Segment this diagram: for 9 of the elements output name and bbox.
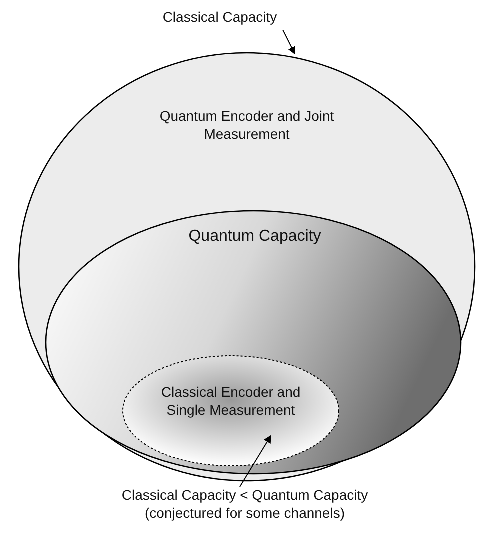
leader-arrow <box>282 30 296 55</box>
region-label: Classical Encoder and Single Measurement <box>160 383 302 419</box>
region-label: Quantum Capacity <box>188 228 322 246</box>
ellipse-region <box>45 210 462 475</box>
caption-text: Classical Capacity < Quantum Capacity (conjectured for some channels) <box>120 486 370 522</box>
region-label: Quantum Encoder and Joint Measurement <box>158 107 336 143</box>
caption-text: Classical Capacity <box>162 8 278 26</box>
ellipse-region <box>122 355 340 467</box>
ellipse-region <box>18 52 476 482</box>
